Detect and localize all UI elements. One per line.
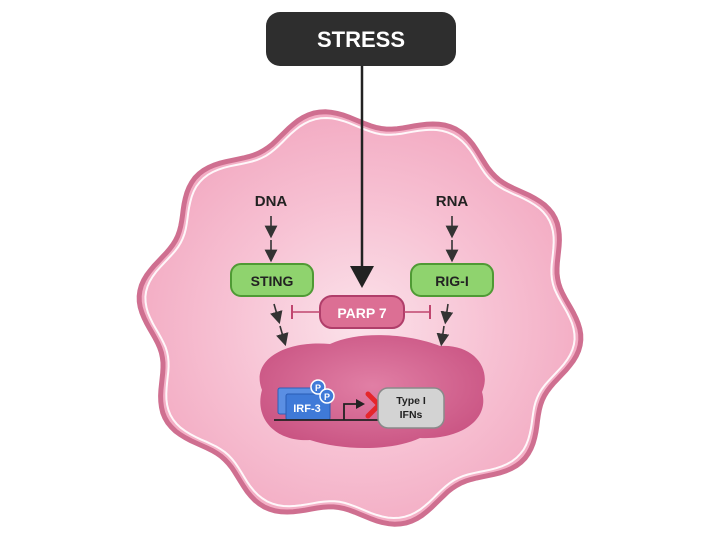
- ifn-label-line2: IFNs: [400, 409, 423, 421]
- phospho-circle-1: [310, 379, 326, 395]
- sting-box: [230, 263, 314, 297]
- cell-membrane-highlight: [144, 116, 576, 520]
- rna-label: RNA: [436, 193, 469, 210]
- dna-label: DNA: [255, 193, 288, 210]
- rigi-label: RIG-I: [435, 273, 468, 289]
- stress-arrow-head: [350, 266, 374, 288]
- ifn-label-line1: Type I: [396, 395, 426, 407]
- sting-arrow-1: [270, 303, 283, 325]
- transcription-arrow-head: [356, 399, 365, 409]
- stress-label: STRESS: [317, 27, 405, 52]
- phospho-label-1: P: [315, 383, 321, 393]
- rigi-box: [410, 263, 494, 297]
- parp7-label: PARP 7: [337, 305, 386, 321]
- irf3-label: IRF-3: [293, 403, 321, 415]
- phospho-label-2: P: [324, 392, 330, 402]
- sting-arrow-2: [276, 325, 289, 347]
- stress-box: [266, 12, 456, 66]
- sting-label: STING: [251, 273, 294, 289]
- transcription-start-arrow: [343, 403, 358, 420]
- rigi-arrow-1: [440, 303, 454, 325]
- rigi-arrow-2: [436, 325, 450, 347]
- ifn-box: [377, 387, 445, 429]
- phospho-circle-2: [319, 388, 335, 404]
